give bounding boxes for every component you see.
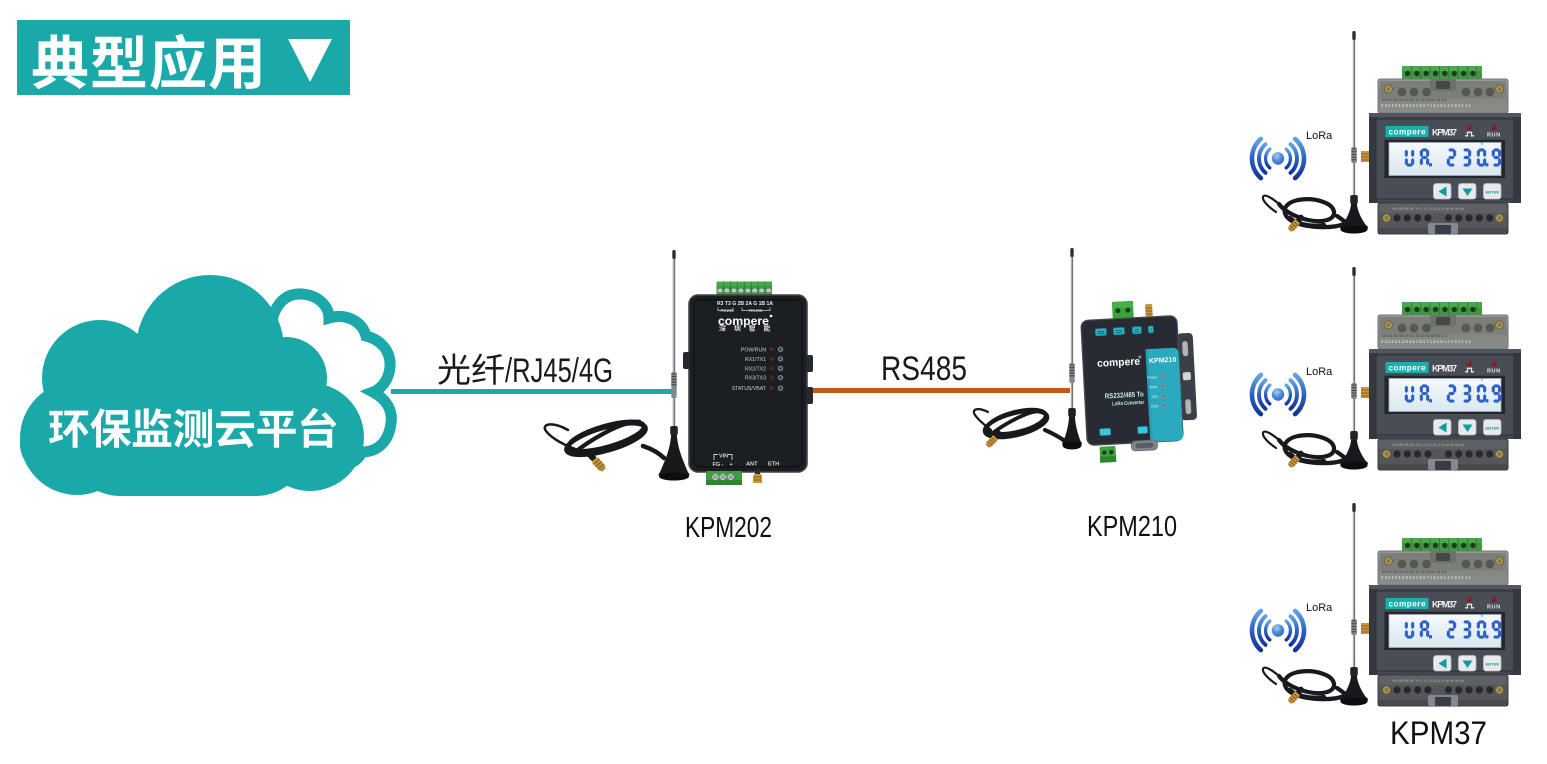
svg-text:LoRa Converter: LoRa Converter <box>1112 400 1145 408</box>
svg-text:POW/RUN: POW/RUN <box>741 347 766 353</box>
svg-text:VIN: VIN <box>719 454 728 460</box>
svg-text:V: V <box>1481 141 1484 146</box>
svg-text:compere: compere <box>718 314 769 328</box>
svg-text:LoRa: LoRa <box>1306 130 1333 142</box>
svg-text:RX1/TX1: RX1/TX1 <box>745 357 766 363</box>
svg-text:TXD: TXD <box>1151 395 1159 399</box>
svg-text:ANT: ANT <box>746 462 758 468</box>
svg-text:RX2/TX2: RX2/TX2 <box>745 366 766 372</box>
svg-text:KPM210: KPM210 <box>1087 511 1177 543</box>
svg-text:RS485: RS485 <box>881 350 967 388</box>
svg-text:STATUS/VBAT: STATUS/VBAT <box>732 386 767 392</box>
svg-text:+: + <box>730 462 734 468</box>
svg-text:KPM202: KPM202 <box>685 512 772 544</box>
svg-text:RXD: RXD <box>1151 404 1159 408</box>
svg-text:FG: FG <box>713 462 721 468</box>
svg-text:Work: Work <box>1149 385 1157 389</box>
svg-text:M0 M1 M2 M3 V0 DO DI D2 D8 D4: M0 M1 M2 M3 V0 DO DI D2 D8 D4 0N B A <box>1382 98 1447 102</box>
svg-text:RX3/TX3: RX3/TX3 <box>745 376 766 382</box>
svg-text:compere: compere <box>1389 128 1426 137</box>
svg-text:2 3 2 2 2 1 2 0 1 9 1 8 1 7 1: 2 3 2 2 2 1 2 0 1 9 1 8 1 7 1 6 1 5 1 4 … <box>1381 103 1471 108</box>
svg-text:Power: Power <box>1147 375 1158 380</box>
svg-text:compere: compere <box>1097 356 1141 370</box>
svg-text:ENTER: ENTER <box>1486 190 1500 195</box>
svg-text:RUN: RUN <box>1487 133 1501 139</box>
svg-text:M4 M5 M6 M7 V1 L1 L2 L3 L4 N: M4 M5 M6 M7 V1 L1 L2 L3 L4 N 4a 4b 5a 5b <box>1392 207 1464 211</box>
svg-text:ETH: ETH <box>768 462 779 468</box>
svg-text:KPM210: KPM210 <box>1149 357 1177 365</box>
svg-text:KPM37: KPM37 <box>1432 128 1457 138</box>
svg-text:RS485: RS485 <box>749 308 763 313</box>
svg-text:RS232: RS232 <box>721 308 735 313</box>
svg-text:RS232/485 To: RS232/485 To <box>1105 389 1145 400</box>
svg-text:R3 T3 G 2B 2A G 1B 1A: R3 T3 G 2B 2A G 1B 1A <box>717 301 773 307</box>
svg-text:/RJ45/4G: /RJ45/4G <box>505 352 613 390</box>
svg-text:-: - <box>722 462 724 468</box>
svg-text:KPM37: KPM37 <box>1390 715 1487 751</box>
